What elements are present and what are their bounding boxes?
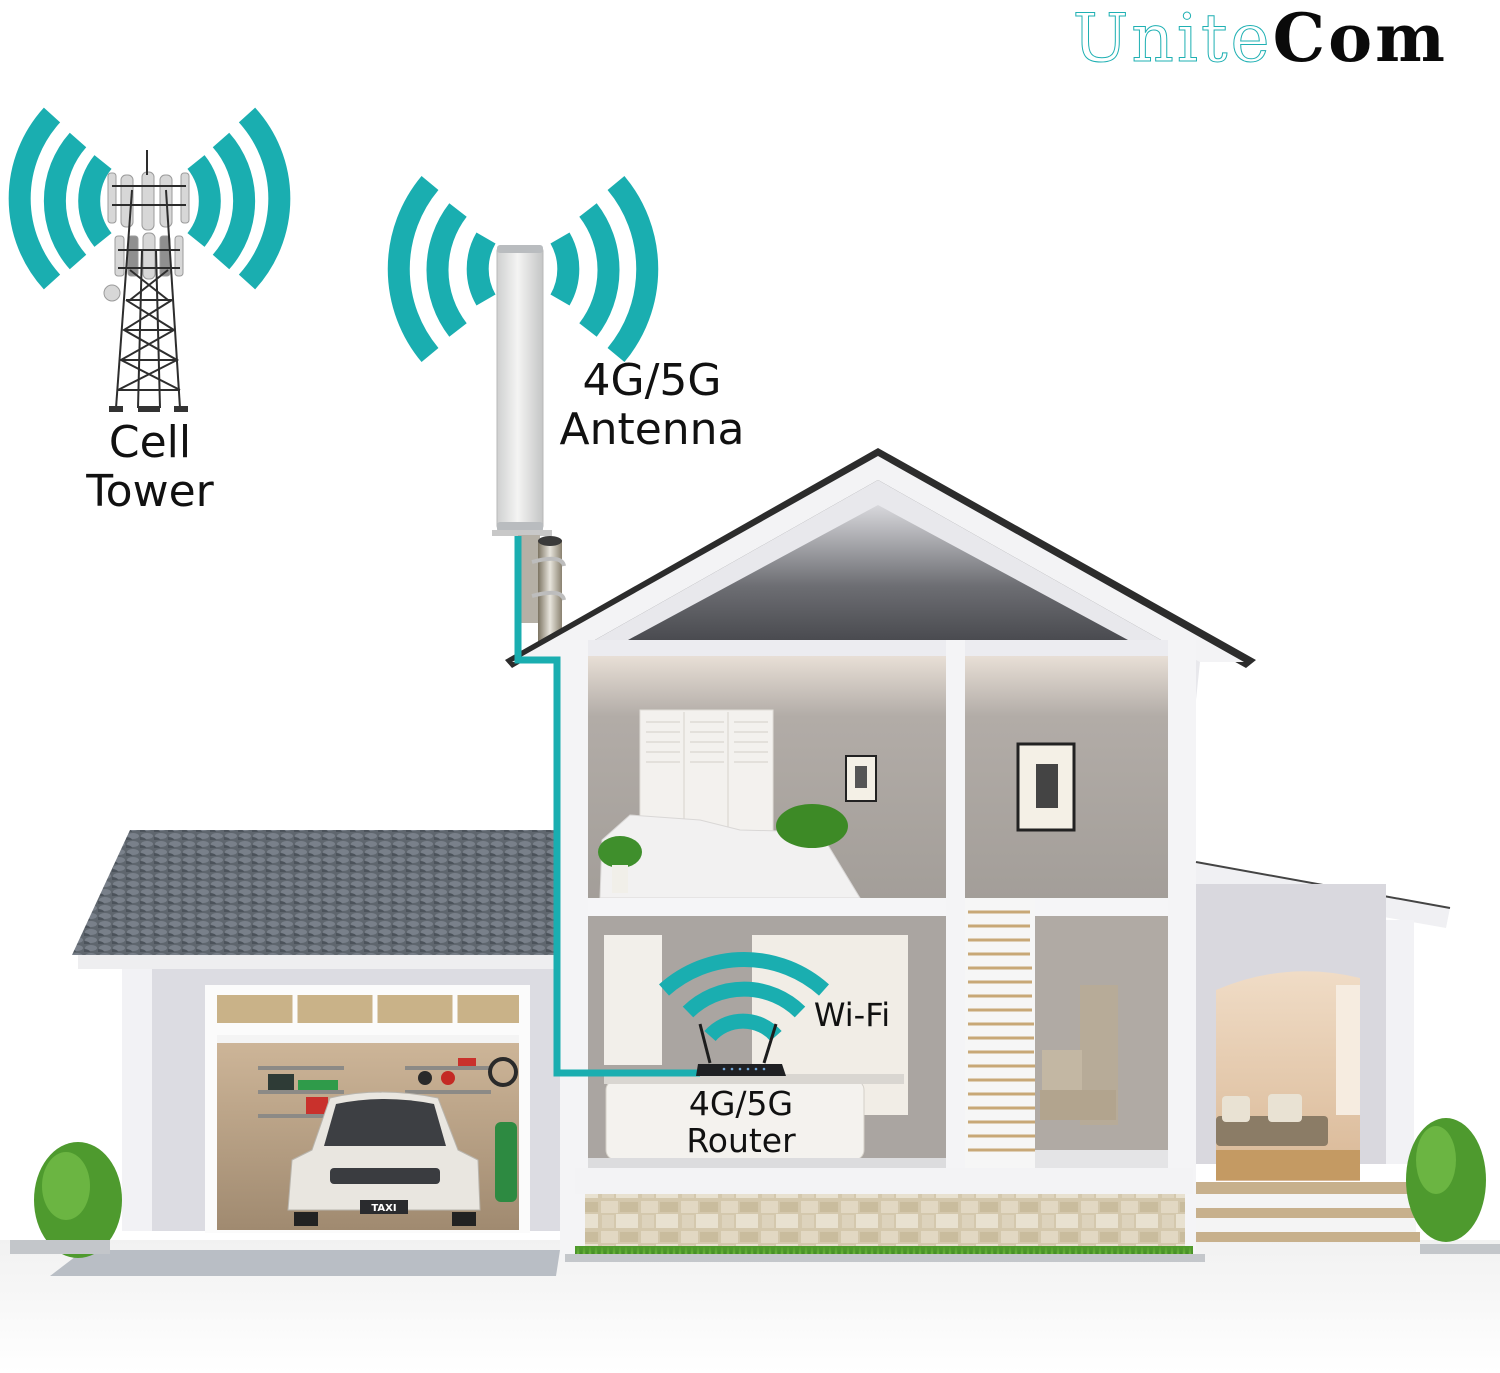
cell-tower-label-line2: Tower — [86, 466, 214, 518]
brand-name-part1: Unite — [1072, 0, 1273, 78]
porch — [1195, 861, 1500, 1254]
attic — [628, 505, 1128, 640]
antenna-signal-waves-icon — [387, 175, 659, 363]
tower-signal-waves-icon — [8, 107, 291, 290]
coax-cable-line — [514, 536, 700, 1077]
cell-tower — [8, 107, 291, 412]
main-house — [505, 448, 1256, 1262]
brand-logo: UniteCom — [1072, 0, 1448, 79]
antenna-label-line2: Antenna — [559, 404, 745, 456]
car: TAXI — [287, 1091, 481, 1226]
stone-foundation — [585, 1194, 1185, 1246]
wifi-icon — [659, 951, 829, 1042]
cell-tower-label: Cell Tower — [70, 418, 230, 517]
antenna-label: 4G/5G Antenna — [548, 356, 756, 455]
wifi-label: Wi-Fi — [813, 996, 891, 1034]
router-label: 4G/5G Router — [670, 1084, 812, 1160]
outdoor-antenna — [387, 175, 659, 660]
closet-louvers — [646, 721, 768, 763]
antenna-label-line1: 4G/5G — [582, 355, 722, 406]
sofa — [1216, 1116, 1328, 1146]
driveway — [50, 1250, 560, 1276]
license-plate: TAXI — [371, 1203, 396, 1214]
router — [659, 951, 829, 1076]
plant — [598, 836, 642, 868]
brand-name-part2: Com — [1272, 0, 1448, 77]
garage-roof — [72, 830, 560, 955]
garage: TAXI — [10, 830, 562, 1276]
router-label-line2: Router — [686, 1120, 796, 1160]
cell-tower-label-line1: Cell — [108, 417, 192, 468]
router-label-line1: 4G/5G — [688, 1084, 794, 1123]
grass-strip — [575, 1246, 1193, 1254]
